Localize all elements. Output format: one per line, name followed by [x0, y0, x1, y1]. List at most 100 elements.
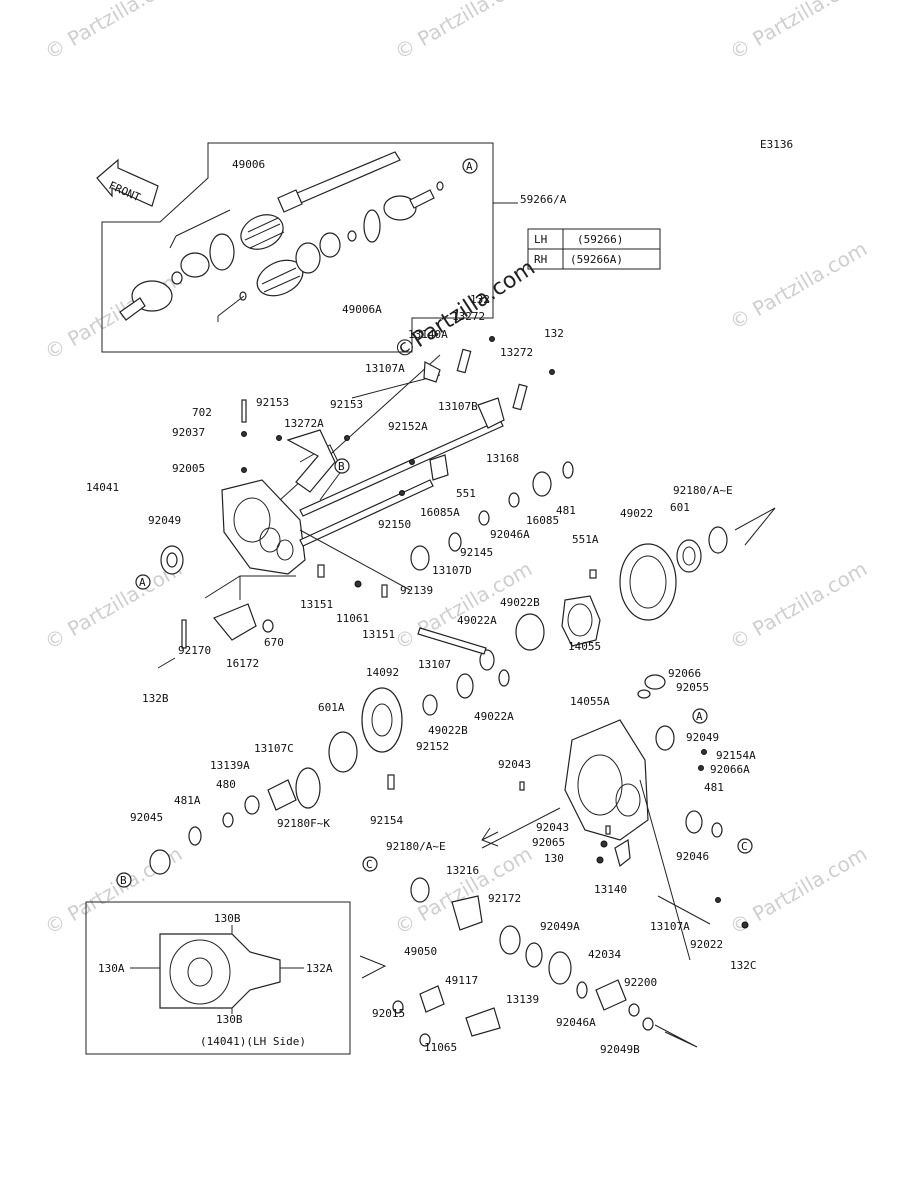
part-label-130[interactable]: 130 [544, 852, 564, 865]
part-label-132c[interactable]: 132C [730, 959, 757, 972]
part-label-92005[interactable]: 92005 [172, 462, 205, 475]
part-label-49022[interactable]: 49022 [620, 507, 653, 520]
part-label-92046a[interactable]: 92046A [490, 528, 530, 541]
part-label-481a[interactable]: 481A [174, 794, 201, 807]
part-label-13139[interactable]: 13139 [506, 993, 539, 1006]
part-label-92180f-k[interactable]: 92180F~K [277, 817, 330, 830]
watermark: © Partzilla.com [41, 0, 187, 64]
part-label-13107c[interactable]: 13107C [254, 742, 294, 755]
part-label-92170[interactable]: 92170 [178, 644, 211, 657]
part-label-92152[interactable]: 92152 [416, 740, 449, 753]
callout-b: B [116, 872, 132, 888]
part-label-49006[interactable]: 49006 [232, 158, 265, 171]
part-label-92153[interactable]: 92153 [256, 396, 289, 409]
part-label-601a[interactable]: 601A [318, 701, 345, 714]
part-label-92139[interactable]: 92139 [400, 584, 433, 597]
part-label-49117[interactable]: 49117 [445, 974, 478, 987]
part-label-92049a[interactable]: 92049A [540, 920, 580, 933]
part-label-92145[interactable]: 92145 [460, 546, 493, 559]
part-label-92043[interactable]: 92043 [536, 821, 569, 834]
part-label-92015[interactable]: 92015 [372, 1007, 405, 1020]
part-label-130b[interactable]: 130B [216, 1013, 243, 1026]
watermark: © Partzilla.com [726, 236, 872, 334]
part-label-481[interactable]: 481 [556, 504, 576, 517]
table-side-lh: LH [534, 233, 547, 246]
part-label-92049[interactable]: 92049 [148, 514, 181, 527]
part-label-14041[interactable]: 14041 [86, 481, 119, 494]
part-label-13151[interactable]: 13151 [300, 598, 333, 611]
part-label-14055a[interactable]: 14055A [570, 695, 610, 708]
part-label-92180-a-e[interactable]: 92180/A~E [386, 840, 446, 853]
part-label-13272[interactable]: 13272 [500, 346, 533, 359]
part-label-13216[interactable]: 13216 [446, 864, 479, 877]
part-label-92200[interactable]: 92200 [624, 976, 657, 989]
part-label-551a[interactable]: 551A [572, 533, 599, 546]
part-label-13272a[interactable]: 13272A [284, 417, 324, 430]
inset-panel: (14041)(LH Side) [85, 901, 351, 1055]
part-label-42034[interactable]: 42034 [588, 948, 621, 961]
part-label-13272[interactable]: 13272 [452, 310, 485, 323]
part-label-601[interactable]: 601 [670, 501, 690, 514]
part-label-92022[interactable]: 92022 [690, 938, 723, 951]
part-label-132[interactable]: 132 [470, 293, 490, 306]
part-label-13168[interactable]: 13168 [486, 452, 519, 465]
part-label-11065[interactable]: 11065 [424, 1041, 457, 1054]
callout-c: C [362, 856, 378, 872]
part-label-16085[interactable]: 16085 [526, 514, 559, 527]
part-label-702[interactable]: 702 [192, 406, 212, 419]
part-label-92152a[interactable]: 92152A [388, 420, 428, 433]
part-label-13140[interactable]: 13140 [594, 883, 627, 896]
part-label-13140a[interactable]: 13140A [408, 328, 448, 341]
middle-components [299, 461, 574, 591]
table-part-lh: (59266) [577, 233, 623, 246]
part-label-92049b[interactable]: 92049B [600, 1043, 640, 1056]
part-label-92046a[interactable]: 92046A [556, 1016, 596, 1029]
part-label-92043[interactable]: 92043 [498, 758, 531, 771]
part-label-481[interactable]: 481 [704, 781, 724, 794]
part-label-49050[interactable]: 49050 [404, 945, 437, 958]
part-label-92154a[interactable]: 92154A [716, 749, 756, 762]
part-label-132a[interactable]: 132A [306, 962, 333, 975]
part-label-16085a[interactable]: 16085A [420, 506, 460, 519]
part-label-130a[interactable]: 130A [98, 962, 125, 975]
part-label-132b[interactable]: 132B [142, 692, 169, 705]
part-label-49022b[interactable]: 49022B [428, 724, 468, 737]
part-label-92066[interactable]: 92066 [668, 667, 701, 680]
part-label-92153[interactable]: 92153 [330, 398, 363, 411]
part-label-14092[interactable]: 14092 [366, 666, 399, 679]
part-label-92045[interactable]: 92045 [130, 811, 163, 824]
part-label-13151[interactable]: 13151 [362, 628, 395, 641]
part-label-480[interactable]: 480 [216, 778, 236, 791]
part-label-13107a[interactable]: 13107A [365, 362, 405, 375]
part-label-13139a[interactable]: 13139A [210, 759, 250, 772]
part-label-49022a[interactable]: 49022A [457, 614, 497, 627]
part-label-92180-a-e[interactable]: 92180/A~E [673, 484, 733, 497]
part-label-92065[interactable]: 92065 [532, 836, 565, 849]
part-label-49006a[interactable]: 49006A [342, 303, 382, 316]
part-label-130b[interactable]: 130B [214, 912, 241, 925]
watermark: © Partzilla.com [41, 556, 187, 654]
part-label-92055[interactable]: 92055 [676, 681, 709, 694]
part-label-92049[interactable]: 92049 [686, 731, 719, 744]
part-label-92154[interactable]: 92154 [370, 814, 403, 827]
part-label-92066a[interactable]: 92066A [710, 763, 750, 776]
part-label-92037[interactable]: 92037 [172, 426, 205, 439]
part-label-670[interactable]: 670 [264, 636, 284, 649]
part-label-13107d[interactable]: 13107D [432, 564, 472, 577]
watermark-layer: © Partzilla.com © Partzilla.com © Partzi… [41, 0, 872, 939]
part-label-59266-a[interactable]: 59266/A [520, 193, 567, 206]
part-label-92046[interactable]: 92046 [676, 850, 709, 863]
svg-text:A: A [466, 160, 473, 173]
part-label-92150[interactable]: 92150 [378, 518, 411, 531]
part-label-13107a[interactable]: 13107A [650, 920, 690, 933]
part-label-551[interactable]: 551 [456, 487, 476, 500]
part-label-13107b[interactable]: 13107B [438, 400, 478, 413]
part-label-14055[interactable]: 14055 [568, 640, 601, 653]
part-label-49022b[interactable]: 49022B [500, 596, 540, 609]
part-label-16172[interactable]: 16172 [226, 657, 259, 670]
part-label-132[interactable]: 132 [544, 327, 564, 340]
part-label-11061[interactable]: 11061 [336, 612, 369, 625]
part-label-49022a[interactable]: 49022A [474, 710, 514, 723]
part-label-92172[interactable]: 92172 [488, 892, 521, 905]
part-label-13107[interactable]: 13107 [418, 658, 451, 671]
